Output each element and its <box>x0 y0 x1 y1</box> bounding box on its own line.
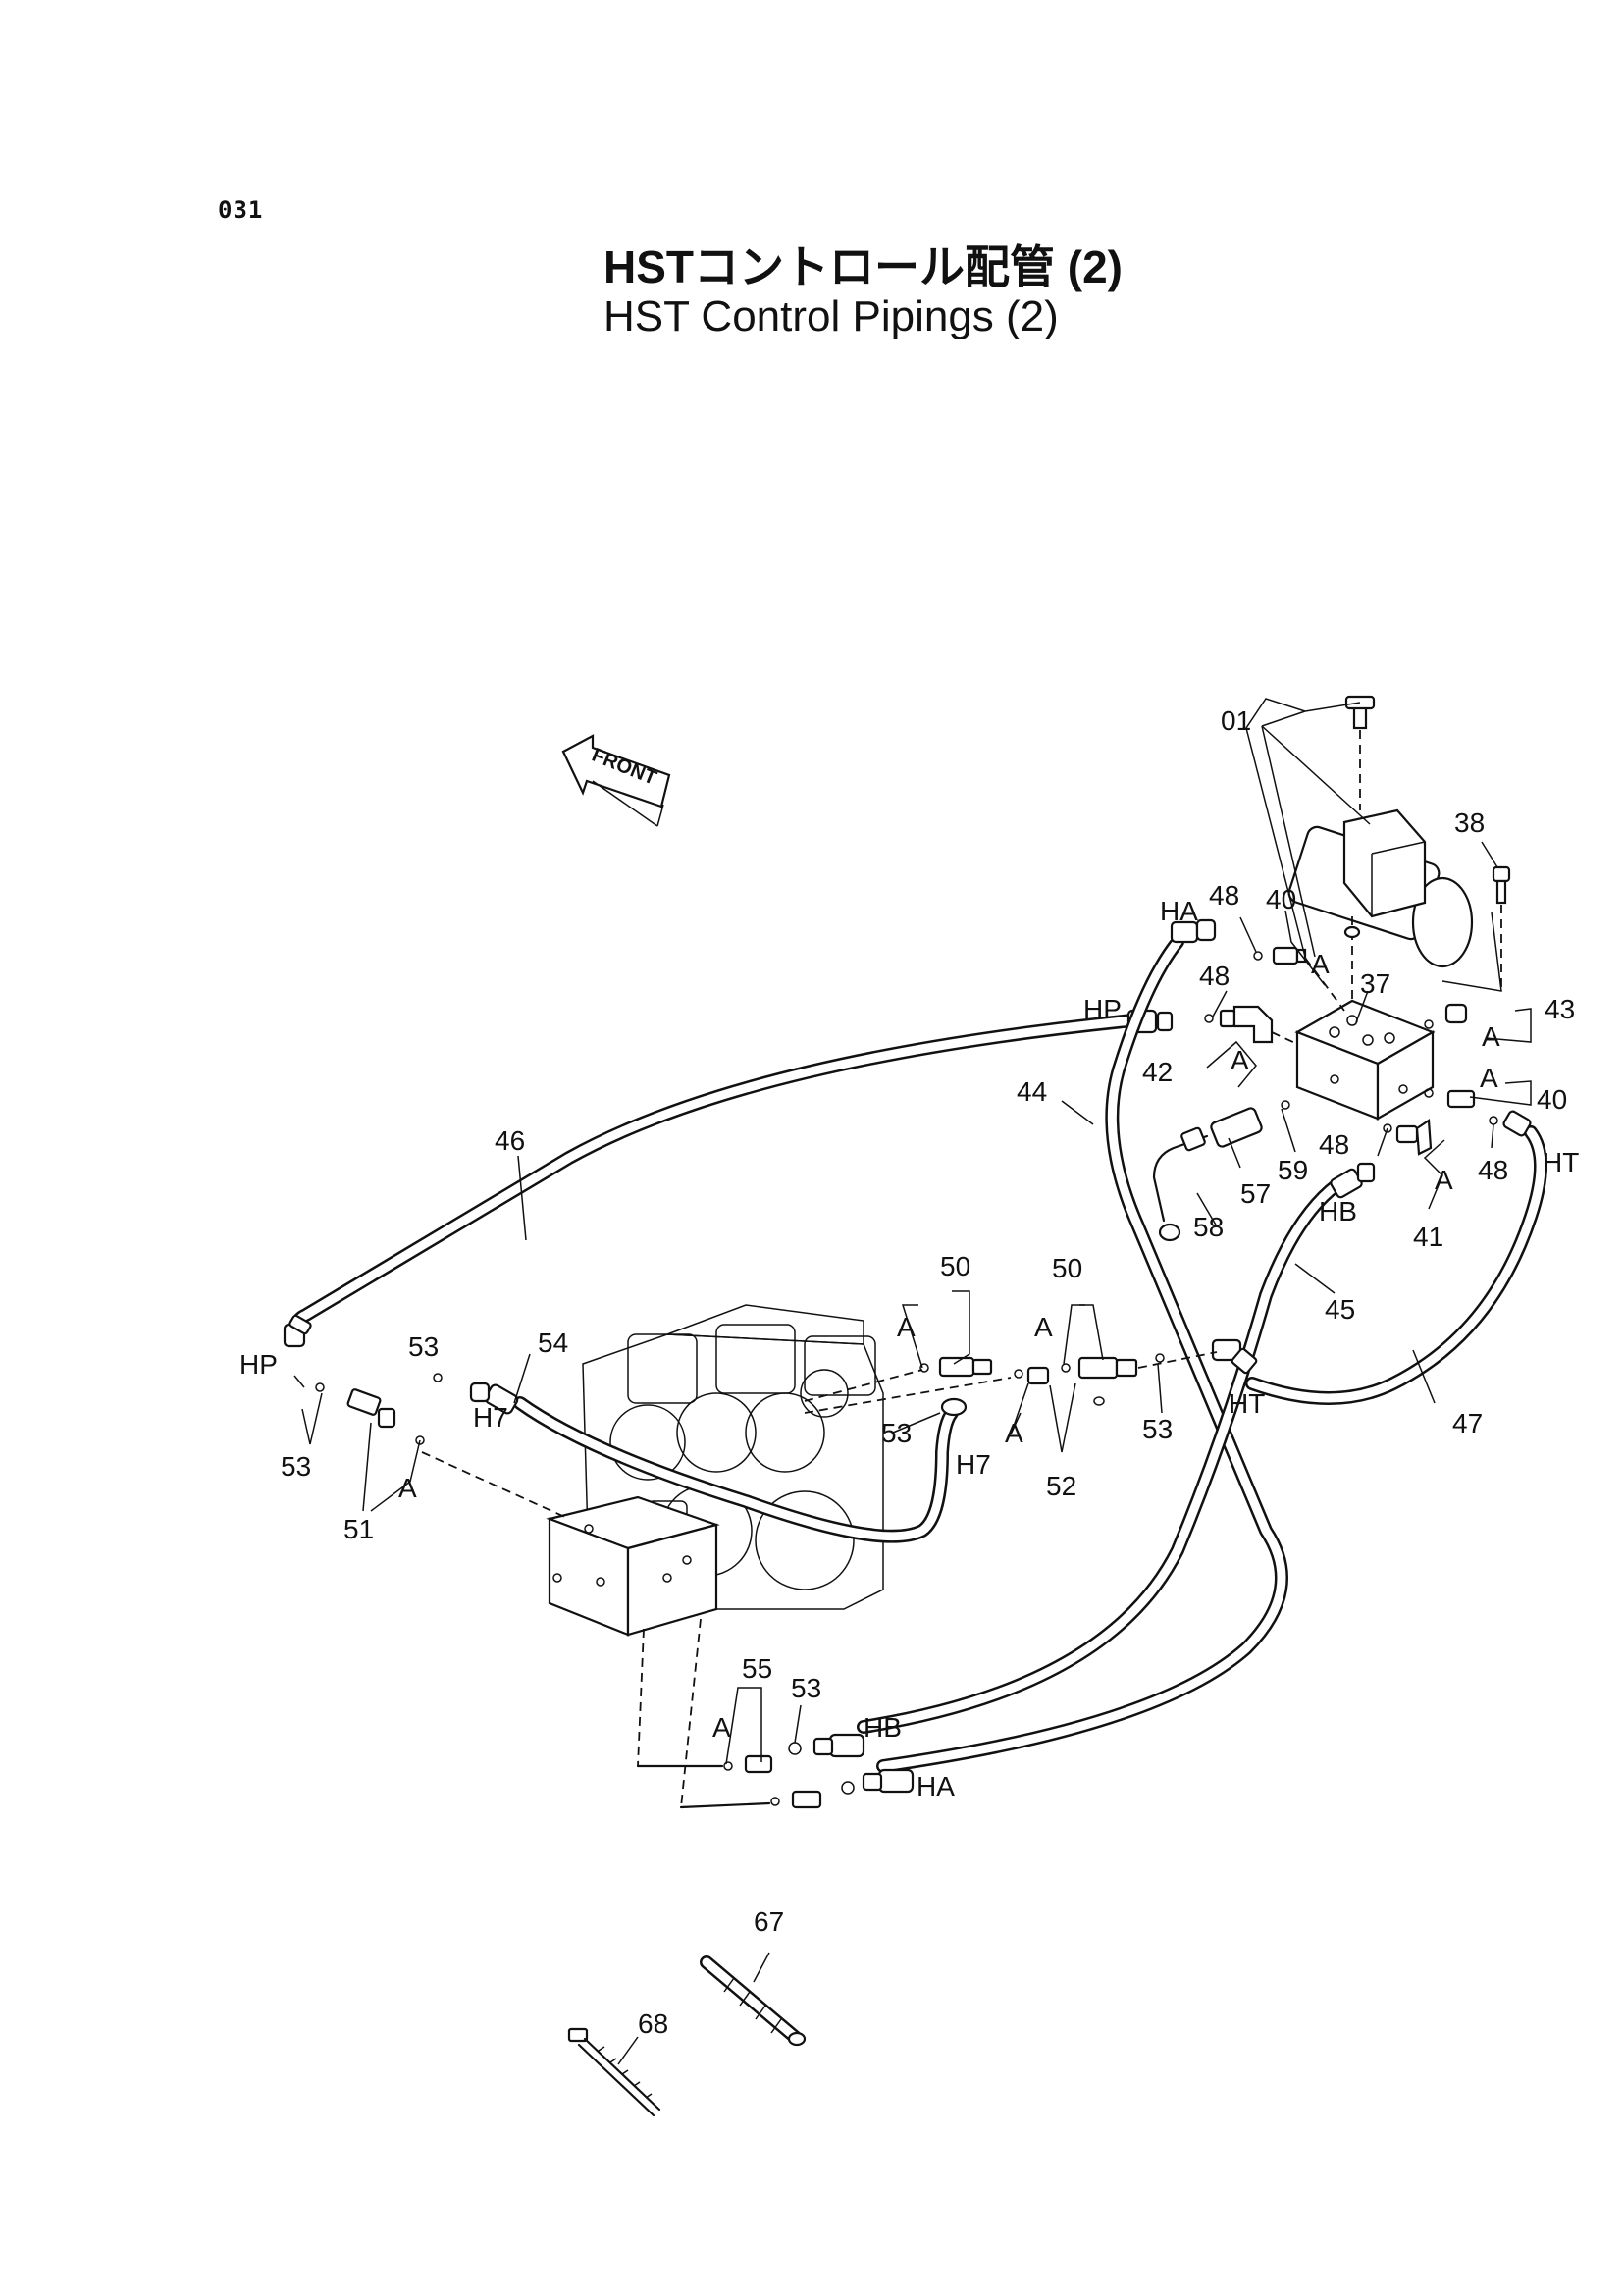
callout-53: 53 <box>791 1673 821 1703</box>
hose-ends-bottom <box>812 1733 915 1794</box>
callout-40: 40 <box>1266 884 1296 914</box>
callout-a: A <box>1005 1418 1023 1448</box>
callout-57: 57 <box>1240 1178 1271 1209</box>
pipe-54 <box>469 1382 968 1543</box>
callout-a: A <box>1034 1312 1053 1342</box>
callout-38: 38 <box>1454 808 1485 838</box>
sensor-assembly <box>1287 695 1474 1001</box>
callout-ht: HT <box>1543 1147 1579 1177</box>
callout-53: 53 <box>281 1451 311 1482</box>
callout-59: 59 <box>1278 1155 1308 1185</box>
callout-a: A <box>1480 1063 1498 1093</box>
callout-hb: HB <box>1319 1196 1357 1226</box>
hose-44 <box>876 918 1288 1773</box>
callout-47: 47 <box>1452 1408 1483 1438</box>
callout-46: 46 <box>495 1125 525 1156</box>
callout-a: A <box>1482 1021 1500 1052</box>
callout-58: 58 <box>1193 1212 1224 1242</box>
title-english: HST Control Pipings (2) <box>603 292 1059 340</box>
control-block <box>546 1495 720 1637</box>
callout-a: A <box>1231 1045 1249 1075</box>
hose-45 <box>857 1162 1376 1734</box>
callout-hb: HB <box>864 1712 902 1743</box>
callout-67: 67 <box>754 1906 784 1937</box>
fitting-40-upper <box>1253 946 1345 1012</box>
callout-48: 48 <box>1478 1155 1508 1185</box>
fitting-43 <box>1424 1003 1468 1029</box>
hose-47 <box>1211 1110 1547 1405</box>
fittings-55-53 <box>723 1742 855 1809</box>
elbow-42 <box>1204 1005 1298 1045</box>
callout-a: A <box>897 1312 916 1342</box>
callout-48: 48 <box>1199 961 1230 991</box>
callout-h7: H7 <box>473 1402 508 1433</box>
callout-50: 50 <box>1052 1253 1082 1283</box>
callout-51: 51 <box>343 1514 374 1544</box>
connection-leaders <box>421 1451 771 1809</box>
bolt-38 <box>1492 865 1511 991</box>
callout-53: 53 <box>881 1418 912 1448</box>
callout-53: 53 <box>408 1331 439 1362</box>
part-67-guard <box>700 1955 807 2047</box>
callout-54: 54 <box>538 1328 568 1358</box>
callout-labels: 01 38 48 40 A HA 48 HP 37 43 A 42 A A 40… <box>239 705 1579 2039</box>
page-number: 031 <box>218 196 264 224</box>
callout-40: 40 <box>1537 1084 1567 1115</box>
fitting-59-57-58 <box>1152 1100 1290 1242</box>
callout-53: 53 <box>1142 1414 1173 1444</box>
callout-55: 55 <box>742 1653 772 1684</box>
callout-ht: HT <box>1229 1388 1265 1419</box>
callout-ha: HA <box>1160 896 1198 926</box>
callout-48: 48 <box>1319 1129 1349 1160</box>
front-arrow-icon: FRONT <box>561 734 671 827</box>
callout-leaders <box>293 698 1532 2065</box>
callout-44: 44 <box>1017 1076 1047 1107</box>
callout-68: 68 <box>638 2008 668 2039</box>
callout-a: A <box>1435 1165 1453 1195</box>
callout-52: 52 <box>1046 1471 1076 1501</box>
hose-46 <box>283 1009 1174 1348</box>
part-68-cable-tie <box>567 2027 661 2117</box>
callout-42: 42 <box>1142 1057 1173 1087</box>
manifold-block-37 <box>1294 999 1436 1121</box>
fitting-40-lower <box>1424 1088 1498 1125</box>
callout-45: 45 <box>1325 1294 1355 1325</box>
title-japanese: HSTコントロール配管 (2) <box>603 241 1123 292</box>
callout-h7: H7 <box>956 1449 991 1480</box>
callout-48: 48 <box>1209 880 1239 911</box>
callout-a: A <box>398 1473 417 1503</box>
fittings-50-52-53 <box>315 1351 1218 1445</box>
callout-hp: HP <box>1083 994 1122 1024</box>
fitting-41 <box>1383 1119 1433 1156</box>
callout-50: 50 <box>940 1251 970 1281</box>
callout-ha: HA <box>917 1771 955 1801</box>
callout-a: A <box>712 1712 731 1743</box>
callout-01: 01 <box>1221 705 1251 736</box>
callout-37: 37 <box>1360 968 1390 999</box>
callout-41: 41 <box>1413 1222 1443 1252</box>
callout-a: A <box>1311 949 1330 979</box>
callout-43: 43 <box>1545 994 1575 1024</box>
callout-hp: HP <box>239 1349 278 1380</box>
